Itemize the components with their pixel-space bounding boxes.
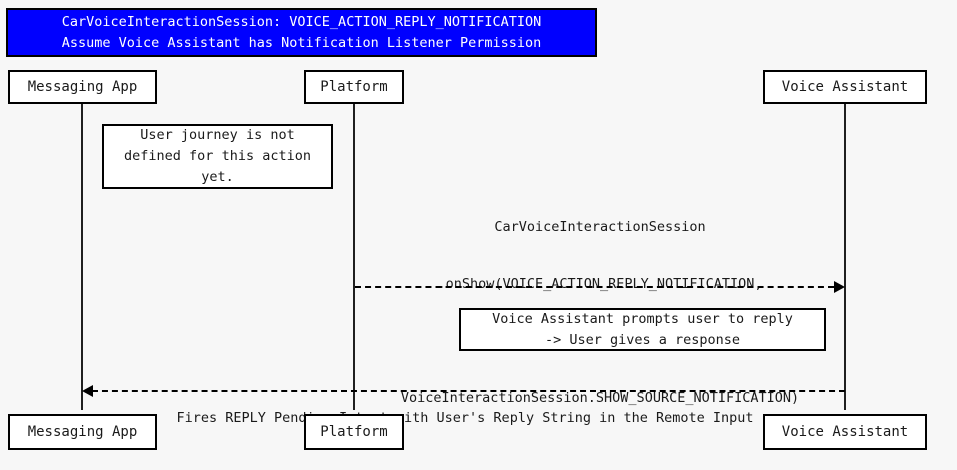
- participant-box-bottom-voice-assistant[interactable]: Voice Assistant: [763, 414, 927, 450]
- participant-label: Platform: [320, 79, 388, 95]
- participant-label: Messaging App: [27, 79, 138, 95]
- participant-label: Messaging App: [27, 424, 138, 440]
- arrow-head-left-icon: [82, 385, 93, 397]
- participant-box-top-messaging-app[interactable]: Messaging App: [8, 70, 157, 104]
- participant-label: Platform: [320, 424, 388, 440]
- message-label-line: Fires REPLY Pending Intent with User's R…: [176, 410, 754, 426]
- participant-box-top-voice-assistant[interactable]: Voice Assistant: [763, 70, 927, 104]
- note-line: Voice Assistant prompts user to reply: [492, 310, 793, 327]
- diagram-title-line-1: CarVoiceInteractionSession: VOICE_ACTION…: [61, 14, 542, 30]
- diagram-title-block: CarVoiceInteractionSession: VOICE_ACTION…: [6, 8, 597, 57]
- participant-box-top-platform[interactable]: Platform: [304, 70, 404, 104]
- participant-box-bottom-platform[interactable]: Platform: [304, 414, 404, 450]
- note-line: User journey is not: [140, 127, 295, 143]
- note-user-journey: User journey is not defined for this act…: [102, 124, 333, 189]
- message-label-reply-pending-intent: Fires REPLY Pending Intent with User's R…: [85, 371, 845, 466]
- arrow-head-right-icon: [834, 281, 845, 293]
- note-line: -> User gives a response: [544, 331, 741, 348]
- lifeline-messaging-app: [81, 104, 83, 410]
- participant-label: Voice Assistant: [781, 79, 909, 95]
- message-arrow-reply-pending-intent: [92, 390, 845, 392]
- participant-label: Voice Assistant: [781, 424, 909, 440]
- message-label-line: .onShow(VOICE_ACTION_REPLY_NOTIFICATION,: [437, 276, 763, 292]
- message-label-line: CarVoiceInteractionSession: [494, 219, 706, 235]
- lifeline-platform: [353, 104, 355, 410]
- message-arrow-onshow: [355, 286, 834, 288]
- lifeline-voice-assistant: [844, 104, 846, 410]
- note-line: yet.: [201, 169, 234, 185]
- participant-box-bottom-messaging-app[interactable]: Messaging App: [8, 414, 157, 450]
- note-voice-prompt: Voice Assistant prompts user to reply ->…: [459, 308, 826, 351]
- diagram-title-line-2: Assume Voice Assistant has Notification …: [61, 35, 542, 51]
- message-label-line: VoiceInteractionSession.SHOW_SOURCE_NOTI…: [400, 390, 800, 406]
- note-line: defined for this action: [124, 148, 311, 164]
